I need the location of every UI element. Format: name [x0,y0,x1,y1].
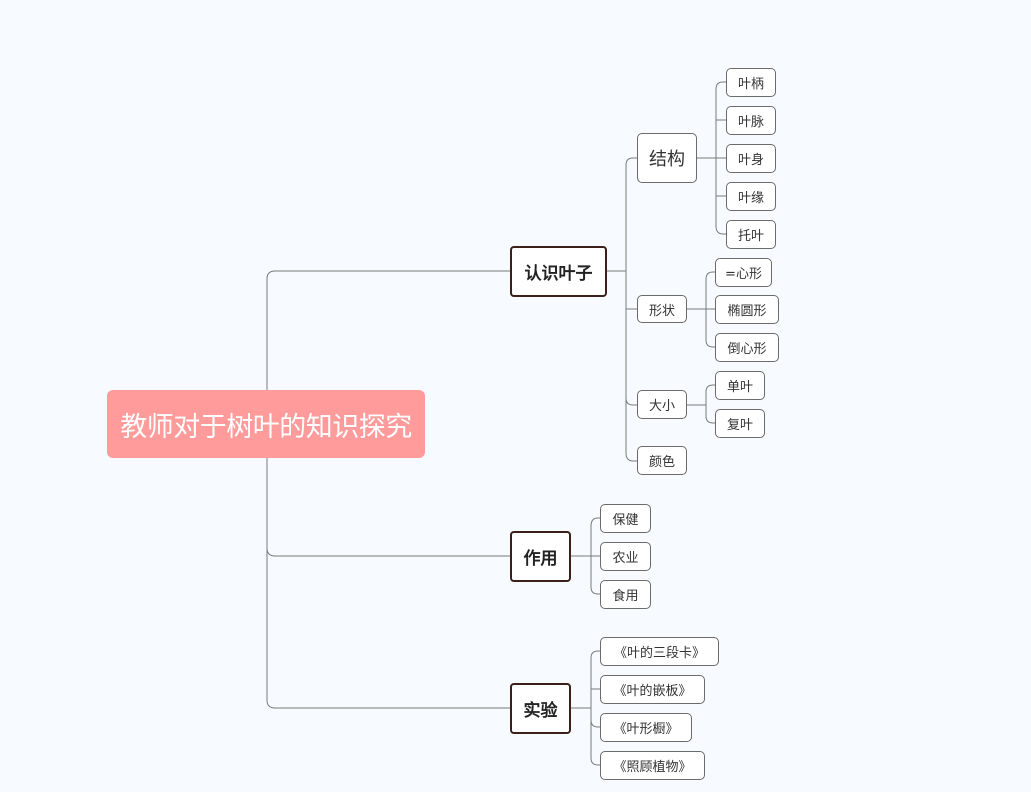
shape-obcordate[interactable]: 倒心形 [715,333,779,362]
connector-structure [696,81,727,235]
experiment-leaf-shape-cabinet[interactable]: 《叶形橱》 [600,713,692,742]
connector-recognize-spine [606,157,638,462]
connector-root-experiment [266,458,511,709]
branch-experiment[interactable]: 实验 [510,683,571,734]
experiment-three-part-cards[interactable]: 《叶的三段卡》 [600,637,719,666]
size-compound-leaf[interactable]: 复叶 [715,409,765,438]
branch-usage[interactable]: 作用 [510,531,571,582]
leaf-margin[interactable]: 叶缘 [726,182,776,211]
connector-experiment [569,650,601,766]
usage-food[interactable]: 食用 [600,580,651,609]
connector-size [686,384,716,424]
leaf-petiole[interactable]: 叶柄 [726,68,776,97]
experiment-plant-care[interactable]: 《照顾植物》 [600,751,705,780]
experiment-leaf-inset-board[interactable]: 《叶的嵌板》 [600,675,705,704]
usage-health[interactable]: 保健 [600,504,651,533]
subtopic-structure[interactable]: 结构 [637,133,697,183]
subtopic-color[interactable]: 颜色 [637,446,687,475]
subtopic-size[interactable]: 大小 [637,390,687,419]
connector-root-usage [266,458,511,557]
leaf-stipule[interactable]: 托叶 [726,220,776,249]
connector-shape [686,271,716,348]
shape-heart[interactable]: =心形 [715,258,772,287]
shape-ellipse[interactable]: 椭圆形 [715,295,779,324]
size-simple-leaf[interactable]: 单叶 [715,371,765,400]
branch-recognize-leaves[interactable]: 认识叶子 [510,246,607,297]
subtopic-shape[interactable]: 形状 [637,295,687,323]
connector-root-recognize [266,270,511,390]
usage-agriculture[interactable]: 农业 [600,542,651,571]
leaf-blade[interactable]: 叶身 [726,144,776,173]
leaf-vein[interactable]: 叶脉 [726,106,776,135]
connector-usage [569,517,601,595]
root-topic[interactable]: 教师对于树叶的知识探究 [107,390,425,458]
